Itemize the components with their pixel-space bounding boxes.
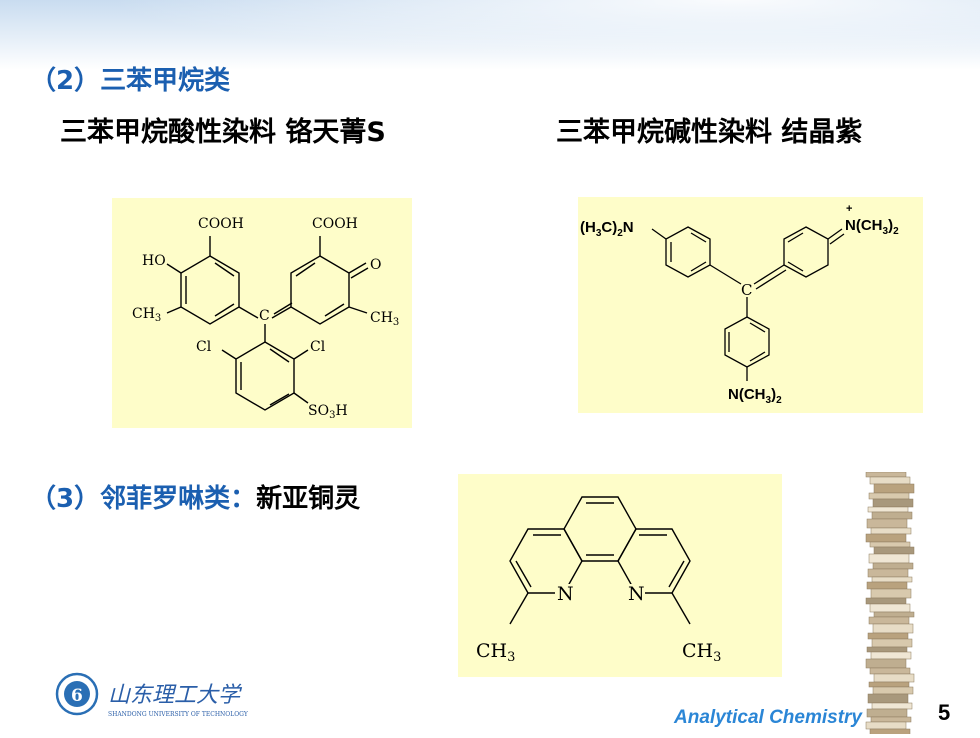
- n-left-mask: [555, 584, 575, 602]
- book-spine: [869, 476, 911, 485]
- book-spine: [866, 646, 908, 653]
- central-carbon-label: C: [741, 281, 752, 299]
- book-spine: [869, 667, 911, 675]
- book-spine: [869, 603, 911, 613]
- book-spine: [867, 693, 909, 704]
- book-spine: [867, 568, 909, 578]
- book-spine: [869, 728, 911, 738]
- central-carbon-label: C: [259, 308, 270, 324]
- chrome-azurol-structure: COOH COOH HO O CH3 CH3 C Cl Cl SO3H: [132, 216, 399, 421]
- book-spine: [869, 541, 911, 548]
- basic-dye-title: 三苯甲烷碱性染料 结晶紫: [556, 117, 863, 148]
- page-number: 5: [938, 700, 951, 725]
- dimethylamino-bottom-label: N(CH3)2: [728, 386, 782, 406]
- book-spine: [868, 492, 910, 500]
- chrome-azurol-structure-panel: COOH COOH HO O CH3 CH3 C Cl Cl SO3H: [112, 198, 412, 428]
- cooh-right-label: COOH: [312, 216, 358, 232]
- university-logo: 6 山东理工大学 SHANDONG UNIVERSITY OF TECHNOLO…: [52, 670, 282, 722]
- ch3-right-label: CH3: [682, 640, 721, 665]
- cooh-left-label: COOH: [198, 216, 244, 232]
- book-spine: [868, 616, 910, 625]
- book-spine: [871, 702, 913, 710]
- book-spine: [870, 527, 912, 535]
- book-spine: [872, 498, 914, 508]
- book-spine: [865, 658, 907, 669]
- ch3-left-label: CH3: [132, 306, 161, 324]
- crystal-violet-structure-panel: (H3C)2N N(CH3)2 + C N(CH3)2: [578, 197, 923, 413]
- neocuproine-structure: N N CH3 CH3: [476, 496, 721, 665]
- book-spine: [865, 533, 907, 543]
- section-2-heading: （2）三苯甲烷类: [30, 66, 231, 96]
- logo-chinese-name: 山东理工大学: [108, 683, 243, 708]
- acid-dye-title: 三苯甲烷酸性染料 铬天菁S: [60, 117, 386, 148]
- book-spine: [873, 673, 915, 683]
- book-spine: [873, 546, 915, 555]
- book-spine: [867, 632, 909, 640]
- book-spine: [868, 553, 910, 564]
- header-gradient-band: [0, 0, 980, 70]
- nitrogen-right-label: N: [628, 583, 645, 605]
- book-spine: [866, 518, 908, 529]
- book-spine: [865, 597, 907, 605]
- book-spine: [871, 511, 913, 520]
- n-right-mask: [625, 584, 645, 602]
- book-spine: [866, 581, 908, 590]
- book-spine: [873, 611, 915, 618]
- book-spine: [872, 686, 914, 695]
- dimethyliminium-right-label: N(CH3)2: [845, 217, 899, 237]
- logo-emblem-number: 6: [71, 686, 83, 706]
- so3h-label: SO3H: [308, 403, 348, 421]
- book-spine: [873, 483, 915, 494]
- ho-label: HO: [142, 253, 166, 269]
- neocuproine-structure-panel: N N CH3 CH3: [458, 474, 782, 677]
- neocuproine-name: 新亚铜灵: [256, 484, 361, 514]
- book-spine: [866, 708, 908, 718]
- book-spine: [872, 562, 914, 570]
- book-spine: [872, 623, 914, 634]
- book-spine: [870, 716, 912, 723]
- book-spine: [868, 681, 910, 688]
- footer-course-name: Analytical Chemistry: [674, 707, 862, 728]
- section-3-heading: （3）邻菲罗啉类：新亚铜灵: [30, 484, 361, 514]
- book-spine: [871, 576, 913, 583]
- book-stack-image: [860, 471, 920, 738]
- logo-english-name: SHANDONG UNIVERSITY OF TECHNOLOGY: [108, 711, 249, 718]
- book-spine: [865, 721, 907, 730]
- crystal-violet-structure: (H3C)2N N(CH3)2 + C N(CH3)2: [580, 203, 899, 406]
- ch3-left-label: CH3: [476, 640, 515, 665]
- cl-left-label: Cl: [196, 339, 212, 355]
- oxo-label: O: [370, 257, 381, 273]
- cl-right-label: Cl: [310, 339, 326, 355]
- ch3-right-label: CH3: [370, 310, 399, 328]
- book-spine: [867, 506, 909, 513]
- nitrogen-left-label: N: [557, 583, 574, 605]
- book-spine: [870, 651, 912, 660]
- book-spine: [870, 588, 912, 599]
- dimethylamino-left-label: (H3C)2N: [580, 219, 634, 239]
- positive-charge-label: +: [846, 203, 852, 215]
- book-spine: [871, 638, 913, 648]
- book-spine: [865, 471, 907, 478]
